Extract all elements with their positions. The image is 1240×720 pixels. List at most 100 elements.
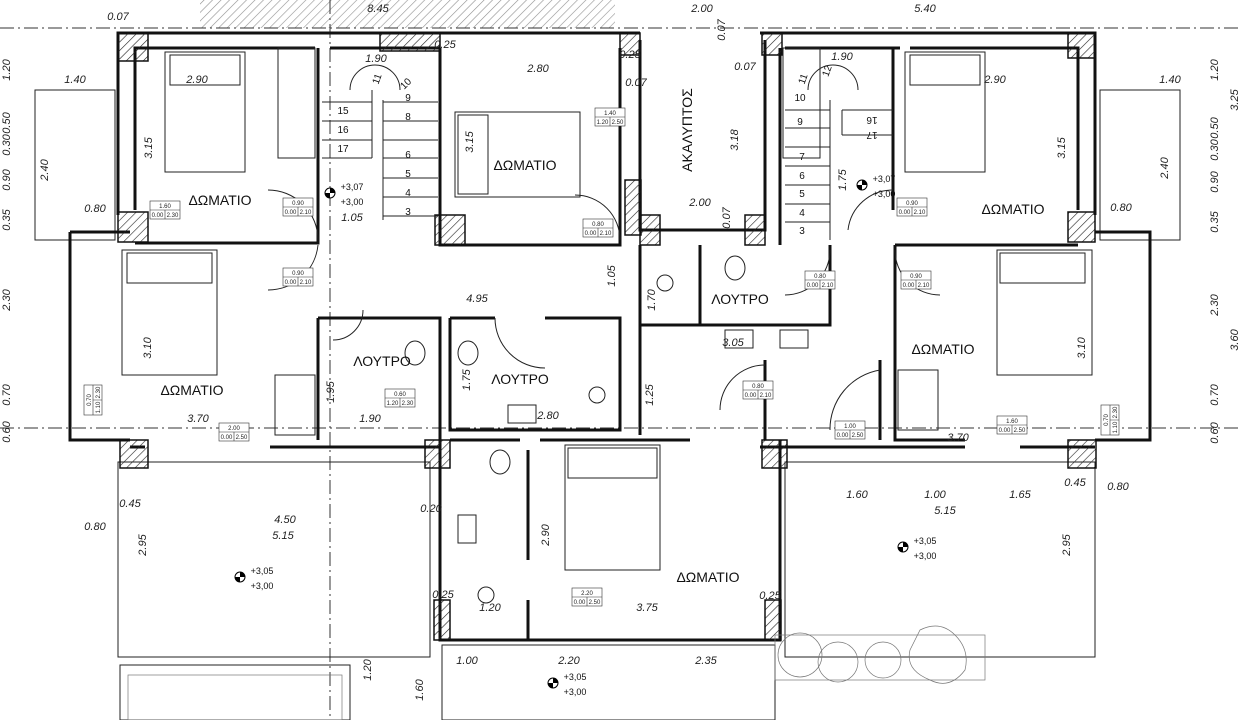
dimension-label: 2.80 <box>526 63 549 75</box>
dimension-label: 4.50 <box>274 514 296 526</box>
opening-height: 2.10 <box>918 283 930 289</box>
stair-step-number: 6 <box>799 171 805 182</box>
dimension-label: 2.40 <box>39 158 51 181</box>
elevation-marker: +3,07+3,00 <box>324 182 364 207</box>
stair-step-number: 7 <box>799 152 805 163</box>
opening-sill-height: 1.20 <box>597 120 609 126</box>
dimension-label: 0.25 <box>432 589 454 601</box>
opening-width: 2.20 <box>581 591 593 597</box>
dimension-label: 1.60 <box>414 678 426 700</box>
dimension-label: 2.40 <box>1159 156 1171 179</box>
opening-sill-height: 0.00 <box>999 428 1011 434</box>
dimension-label: 3.15 <box>1056 136 1068 158</box>
dimension-label: 4.95 <box>466 293 488 305</box>
opening-sill-height: 0.00 <box>285 210 297 216</box>
opening-width: 0.80 <box>814 274 826 280</box>
dimension-label: 2.90 <box>185 74 208 86</box>
dimension-label: 1.20 <box>1 58 13 80</box>
dimension-label: 0.45 <box>1064 477 1086 489</box>
dimension-label: 0.07 <box>107 11 129 23</box>
dimension-label: 1.70 <box>646 288 658 310</box>
opening-width: 0.80 <box>592 222 604 228</box>
plants-icon <box>774 625 986 684</box>
terraces <box>34 89 1181 720</box>
dimension-label: 0.35 <box>1209 210 1221 232</box>
opening-height: 2.50 <box>1014 428 1026 434</box>
dimension-label: 1.65 <box>1009 489 1031 501</box>
elevation-marker: +3,07+3,00 <box>856 174 896 199</box>
room-label: ΔΩΜΑΤΙΟ <box>981 201 1044 217</box>
stair-step-number: 16 <box>337 125 349 136</box>
dimension-label: 3.10 <box>1076 336 1088 358</box>
opening-sill-height: 1.10 <box>96 401 102 413</box>
opening-height: 2.30 <box>402 401 414 407</box>
opening-sill-height: 0.00 <box>899 210 911 216</box>
bed-icon <box>904 51 986 173</box>
opening-sill-height: 1.20 <box>387 401 399 407</box>
opening-width: 0.90 <box>292 201 304 207</box>
stair-step-number: 15 <box>337 106 349 117</box>
wardrobe-icon <box>897 369 939 431</box>
dimension-label: 1.25 <box>644 383 656 405</box>
opening-height: 2.10 <box>300 280 312 286</box>
room-label: ΛΟΥΤΡΟ <box>353 353 411 369</box>
room-label: ΔΩΜΑΤΙΟ <box>188 192 251 208</box>
dimension-label: 1.00 <box>924 489 946 501</box>
sink-icon <box>507 404 537 424</box>
sink-icon <box>779 329 809 349</box>
shower-icon <box>477 586 495 604</box>
elevation-lower: +3,00 <box>873 189 896 199</box>
stair-step-number: 10 <box>398 76 414 92</box>
opening-width: 0.60 <box>394 392 406 398</box>
opening-sill-height: 0.00 <box>807 283 819 289</box>
dimension-label: 3.15 <box>464 130 476 152</box>
shower-icon <box>588 386 606 404</box>
opening-height: 2.50 <box>612 120 624 126</box>
hatched-roof-area <box>200 0 615 28</box>
dimension-label: 0.80 <box>84 521 106 533</box>
columns <box>117 32 1097 641</box>
elevation-markers: +3,07+3,00+3,07+3,00+3,05+3,00+3,05+3,00… <box>234 174 936 697</box>
dimension-label: 5.15 <box>934 505 956 517</box>
stair-step-number: 5 <box>405 169 411 180</box>
dimension-label: 2.30 <box>1 288 13 311</box>
dimension-label: 0.50 <box>1209 116 1221 138</box>
bed-icon <box>996 249 1093 376</box>
opening-height: 2.10 <box>760 393 772 399</box>
dimension-label: 0.70 <box>1 383 13 405</box>
dimension-label: 0.07 <box>716 18 728 40</box>
dimension-label: 2.90 <box>540 523 552 546</box>
dimension-label: 2.90 <box>983 74 1006 86</box>
elevation-marker: +3,05+3,00 <box>234 566 273 591</box>
opening-sill-height: 1.10 <box>1113 421 1119 433</box>
room-label: ΛΟΥΤΡΟ <box>711 291 769 307</box>
opening-width: 0.90 <box>910 274 922 280</box>
dimension-label: 0.60 <box>1209 421 1221 443</box>
dimension-label: 0.90 <box>1209 170 1221 192</box>
opening-width: 0.70 <box>1104 414 1110 426</box>
bed-icon <box>164 51 246 173</box>
dimension-label: 3.25 <box>1229 88 1240 110</box>
stair-step-number: 9 <box>405 93 411 104</box>
dimension-label: 0.80 <box>84 203 106 215</box>
dimension-label: 0.07 <box>625 77 647 89</box>
dimension-label: 1.75 <box>461 368 473 390</box>
toilet-icon <box>489 449 511 475</box>
dimension-label: 3.75 <box>636 602 658 614</box>
elevation-upper: +3,07 <box>341 182 364 192</box>
stair-step-number: 5 <box>799 189 805 200</box>
stair-step-number: 12 <box>821 64 835 79</box>
dimension-label: 2.00 <box>688 197 711 209</box>
dimension-label: 3.70 <box>947 432 969 444</box>
